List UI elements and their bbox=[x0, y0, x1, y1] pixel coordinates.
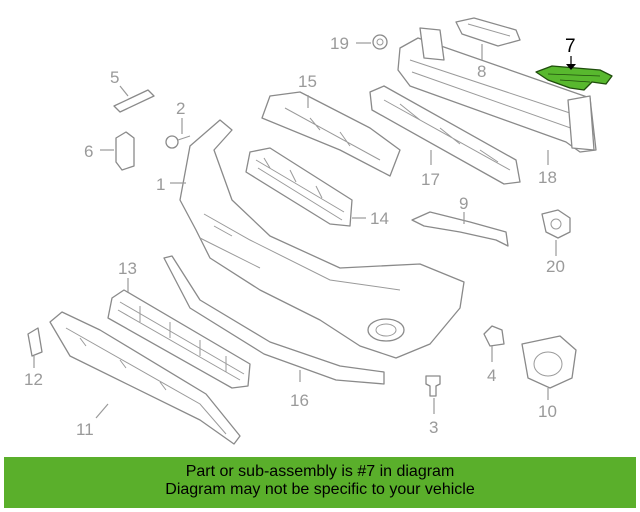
part-5-emblem bbox=[113, 89, 155, 113]
callout-19: 19 bbox=[330, 34, 349, 53]
part-6-clip bbox=[115, 131, 135, 171]
info-banner: Part or sub-assembly is #7 in diagram Di… bbox=[4, 457, 636, 508]
part-1-bumper-cover bbox=[179, 119, 465, 359]
callout-14: 14 bbox=[370, 209, 389, 228]
part-13-lower-grille bbox=[107, 289, 251, 389]
banner-line-part-number: Part or sub-assembly is #7 in diagram bbox=[185, 463, 455, 480]
part-7-bracket-highlighted bbox=[535, 65, 613, 91]
part-9-trim-strip bbox=[411, 211, 509, 247]
part-14-upper-grille bbox=[245, 147, 353, 227]
callout-12: 12 bbox=[24, 370, 43, 389]
callout-11: 11 bbox=[76, 420, 94, 439]
leader-7-arrow bbox=[566, 64, 576, 70]
part-8-bracket bbox=[455, 17, 521, 47]
part-18-bumper-reinforcement bbox=[397, 27, 597, 153]
callout-8: 8 bbox=[477, 62, 486, 81]
callout-7-highlighted: 7 bbox=[565, 36, 576, 57]
part-16-lower-trim bbox=[163, 255, 385, 385]
callout-17: 17 bbox=[421, 170, 440, 189]
part-19-bolt bbox=[372, 34, 388, 50]
parts-diagram: 1 2 3 4 5 6 7 8 9 10 11 12 13 14 15 16 1… bbox=[24, 17, 613, 445]
callout-9: 9 bbox=[459, 194, 468, 213]
part-11-lower-bezel bbox=[49, 311, 241, 445]
part-4-clip bbox=[483, 325, 505, 347]
callout-10: 10 bbox=[538, 402, 557, 421]
callout-18: 18 bbox=[538, 168, 557, 187]
leader-5 bbox=[119, 85, 129, 97]
callout-3: 3 bbox=[429, 418, 438, 437]
callout-5: 5 bbox=[110, 68, 119, 87]
part-20-fog-lamp-socket bbox=[541, 209, 571, 239]
callout-6: 6 bbox=[84, 142, 93, 161]
callout-20: 20 bbox=[546, 257, 565, 276]
callout-16: 16 bbox=[290, 391, 309, 410]
part-10-fog-lamp-bezel bbox=[521, 335, 577, 389]
callout-1: 1 bbox=[156, 175, 165, 194]
callout-13: 13 bbox=[118, 259, 137, 278]
part-12-clip bbox=[27, 327, 43, 357]
part-17-energy-absorber bbox=[369, 85, 521, 185]
callout-15: 15 bbox=[298, 72, 317, 91]
callout-2: 2 bbox=[176, 99, 185, 118]
part-15-upper-cover bbox=[261, 91, 401, 177]
part-2-screw bbox=[165, 135, 191, 149]
callout-4: 4 bbox=[487, 366, 496, 385]
leader-11 bbox=[95, 403, 109, 419]
banner-line-disclaimer: Diagram may not be specific to your vehi… bbox=[165, 481, 475, 498]
part-3-bolt bbox=[425, 375, 441, 397]
